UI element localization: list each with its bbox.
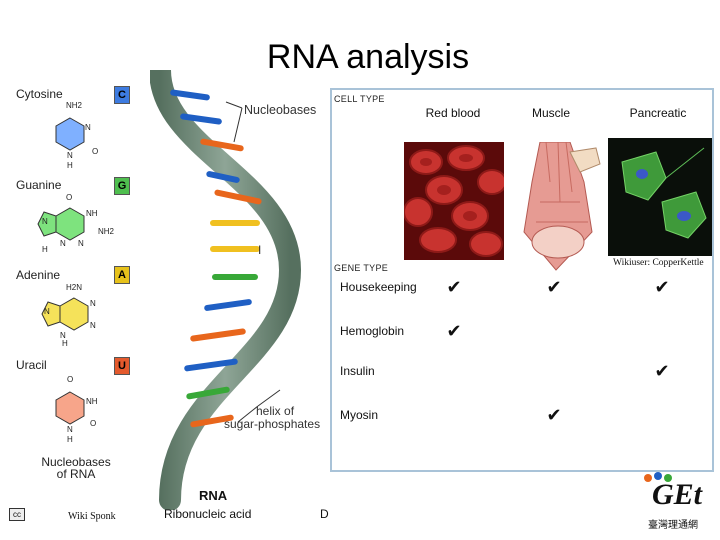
helix-label-line1: helix of	[256, 404, 295, 418]
label-a-h2n: H2N	[66, 283, 82, 292]
base-letter-u: U	[114, 357, 130, 375]
gene-row-label: Myosin	[340, 408, 379, 422]
rung	[190, 414, 234, 428]
base-name-guanine: Guanine	[16, 178, 62, 192]
rung	[180, 113, 222, 125]
nucleobases-caption-line2: of RNA	[56, 467, 96, 481]
check-mark: ✔	[654, 361, 670, 381]
helix-pointer	[257, 389, 281, 407]
adenine-molecule: H2N N N N N H	[41, 283, 96, 348]
label-c-nh2: NH2	[66, 101, 83, 110]
check-mark: ✔	[446, 321, 462, 341]
label-c-n1: N	[85, 123, 91, 132]
gene-row-label: Housekeeping	[340, 280, 417, 294]
base-name-cytosine: Cytosine	[16, 87, 63, 101]
nucleobases-pointer	[233, 107, 243, 143]
rung	[190, 328, 246, 342]
page-title: RNA analysis	[266, 38, 470, 76]
rung	[206, 171, 240, 183]
nucleobases-pointer	[225, 101, 243, 109]
label-u-nh: NH	[86, 397, 98, 406]
label-g-o: O	[66, 193, 72, 202]
guanine-molecule: O NH NH2 N N N H	[37, 193, 115, 254]
uracil-molecule: O NH N O H	[55, 375, 98, 444]
label-g-n1: N	[42, 217, 48, 226]
helix-strand	[150, 70, 302, 510]
gene-row-label: Hemoglobin	[340, 324, 405, 338]
label-u-n: N	[67, 425, 73, 434]
red-blood-cells-image	[404, 142, 504, 260]
base-name-uracil: Uracil	[16, 358, 47, 372]
label-a-n1: N	[90, 299, 96, 308]
rna-helix	[150, 70, 302, 510]
nucleobases-caption-line1: Nucleobases	[41, 455, 111, 469]
rung	[210, 220, 260, 226]
label-g-n3: N	[78, 239, 84, 248]
column-header-pancreatic: Pancreatic	[629, 106, 687, 120]
cc-license-badge: cc	[9, 508, 25, 521]
rung	[186, 386, 230, 400]
label-g-n2: N	[60, 239, 66, 248]
rung	[170, 89, 210, 101]
gene-type-label: GENE TYPE	[334, 263, 389, 273]
gene-expression-table: CELL TYPE Red blood Muscle Pancreatic	[330, 88, 714, 472]
helix-label-line2: sugar-phosphates	[224, 417, 321, 431]
label-g-nh: NH	[86, 209, 98, 218]
logo-dot-orange	[644, 474, 652, 482]
letter-d: D	[320, 507, 329, 521]
base-letter-c: C	[114, 86, 130, 104]
label-g-h: H	[42, 245, 48, 254]
label-c-o: O	[92, 147, 98, 156]
label-a-h: H	[62, 339, 68, 348]
base-name-adenine: Adenine	[16, 268, 61, 282]
rung	[214, 189, 262, 205]
helix-pointer	[237, 405, 259, 423]
pancreatic-cells-image	[608, 138, 712, 256]
rna-full-name: Ribonucleic acid	[164, 507, 252, 521]
logo-text: GEt	[652, 478, 703, 511]
rung	[210, 246, 260, 252]
logo-subtitle: 臺灣理通網	[648, 520, 698, 531]
check-mark: ✔	[446, 277, 462, 297]
base-letter-a: A	[114, 266, 130, 284]
check-mark: ✔	[546, 277, 562, 297]
label-a-n4: N	[90, 321, 96, 330]
nucleobases-label: Nucleobases	[244, 103, 317, 117]
check-mark: ✔	[546, 405, 562, 425]
gene-row-label: Insulin	[340, 364, 375, 378]
rung	[200, 138, 244, 152]
column-header-muscle: Muscle	[531, 106, 570, 120]
muscle-image	[510, 142, 606, 272]
column-header-red-blood: Red blood	[425, 106, 481, 120]
label-a-n3: N	[60, 331, 66, 340]
label-u-h: H	[67, 435, 73, 444]
rung	[212, 274, 258, 280]
rung	[204, 299, 252, 311]
letter-i: I	[258, 243, 262, 257]
label-c-n2: N	[67, 151, 73, 160]
logo-dot-green	[664, 474, 672, 482]
label-u-o2: O	[90, 419, 96, 428]
rung	[184, 358, 238, 372]
image-credit: Wikiuser: CopperKettle	[613, 258, 704, 268]
cytosine-molecule: NH2 N N O H	[55, 101, 98, 170]
label-g-nh2: NH2	[98, 227, 115, 236]
rna-heading: RNA	[199, 488, 228, 503]
check-mark: ✔	[654, 277, 670, 297]
label-u-o1: O	[67, 375, 73, 384]
footer-credit: Wiki Sponk	[68, 511, 116, 522]
logo-dot-blue	[654, 472, 662, 480]
label-a-n2: N	[44, 307, 50, 316]
nucleobase-structures: NH2 N N O H O NH NH2 N N N H H2N N N N N…	[37, 101, 115, 444]
get-logo: GEt 臺灣理通網	[640, 472, 712, 534]
label-c-h: H	[67, 161, 73, 170]
cell-type-label: CELL TYPE	[334, 94, 385, 104]
base-letter-g: G	[114, 177, 130, 195]
